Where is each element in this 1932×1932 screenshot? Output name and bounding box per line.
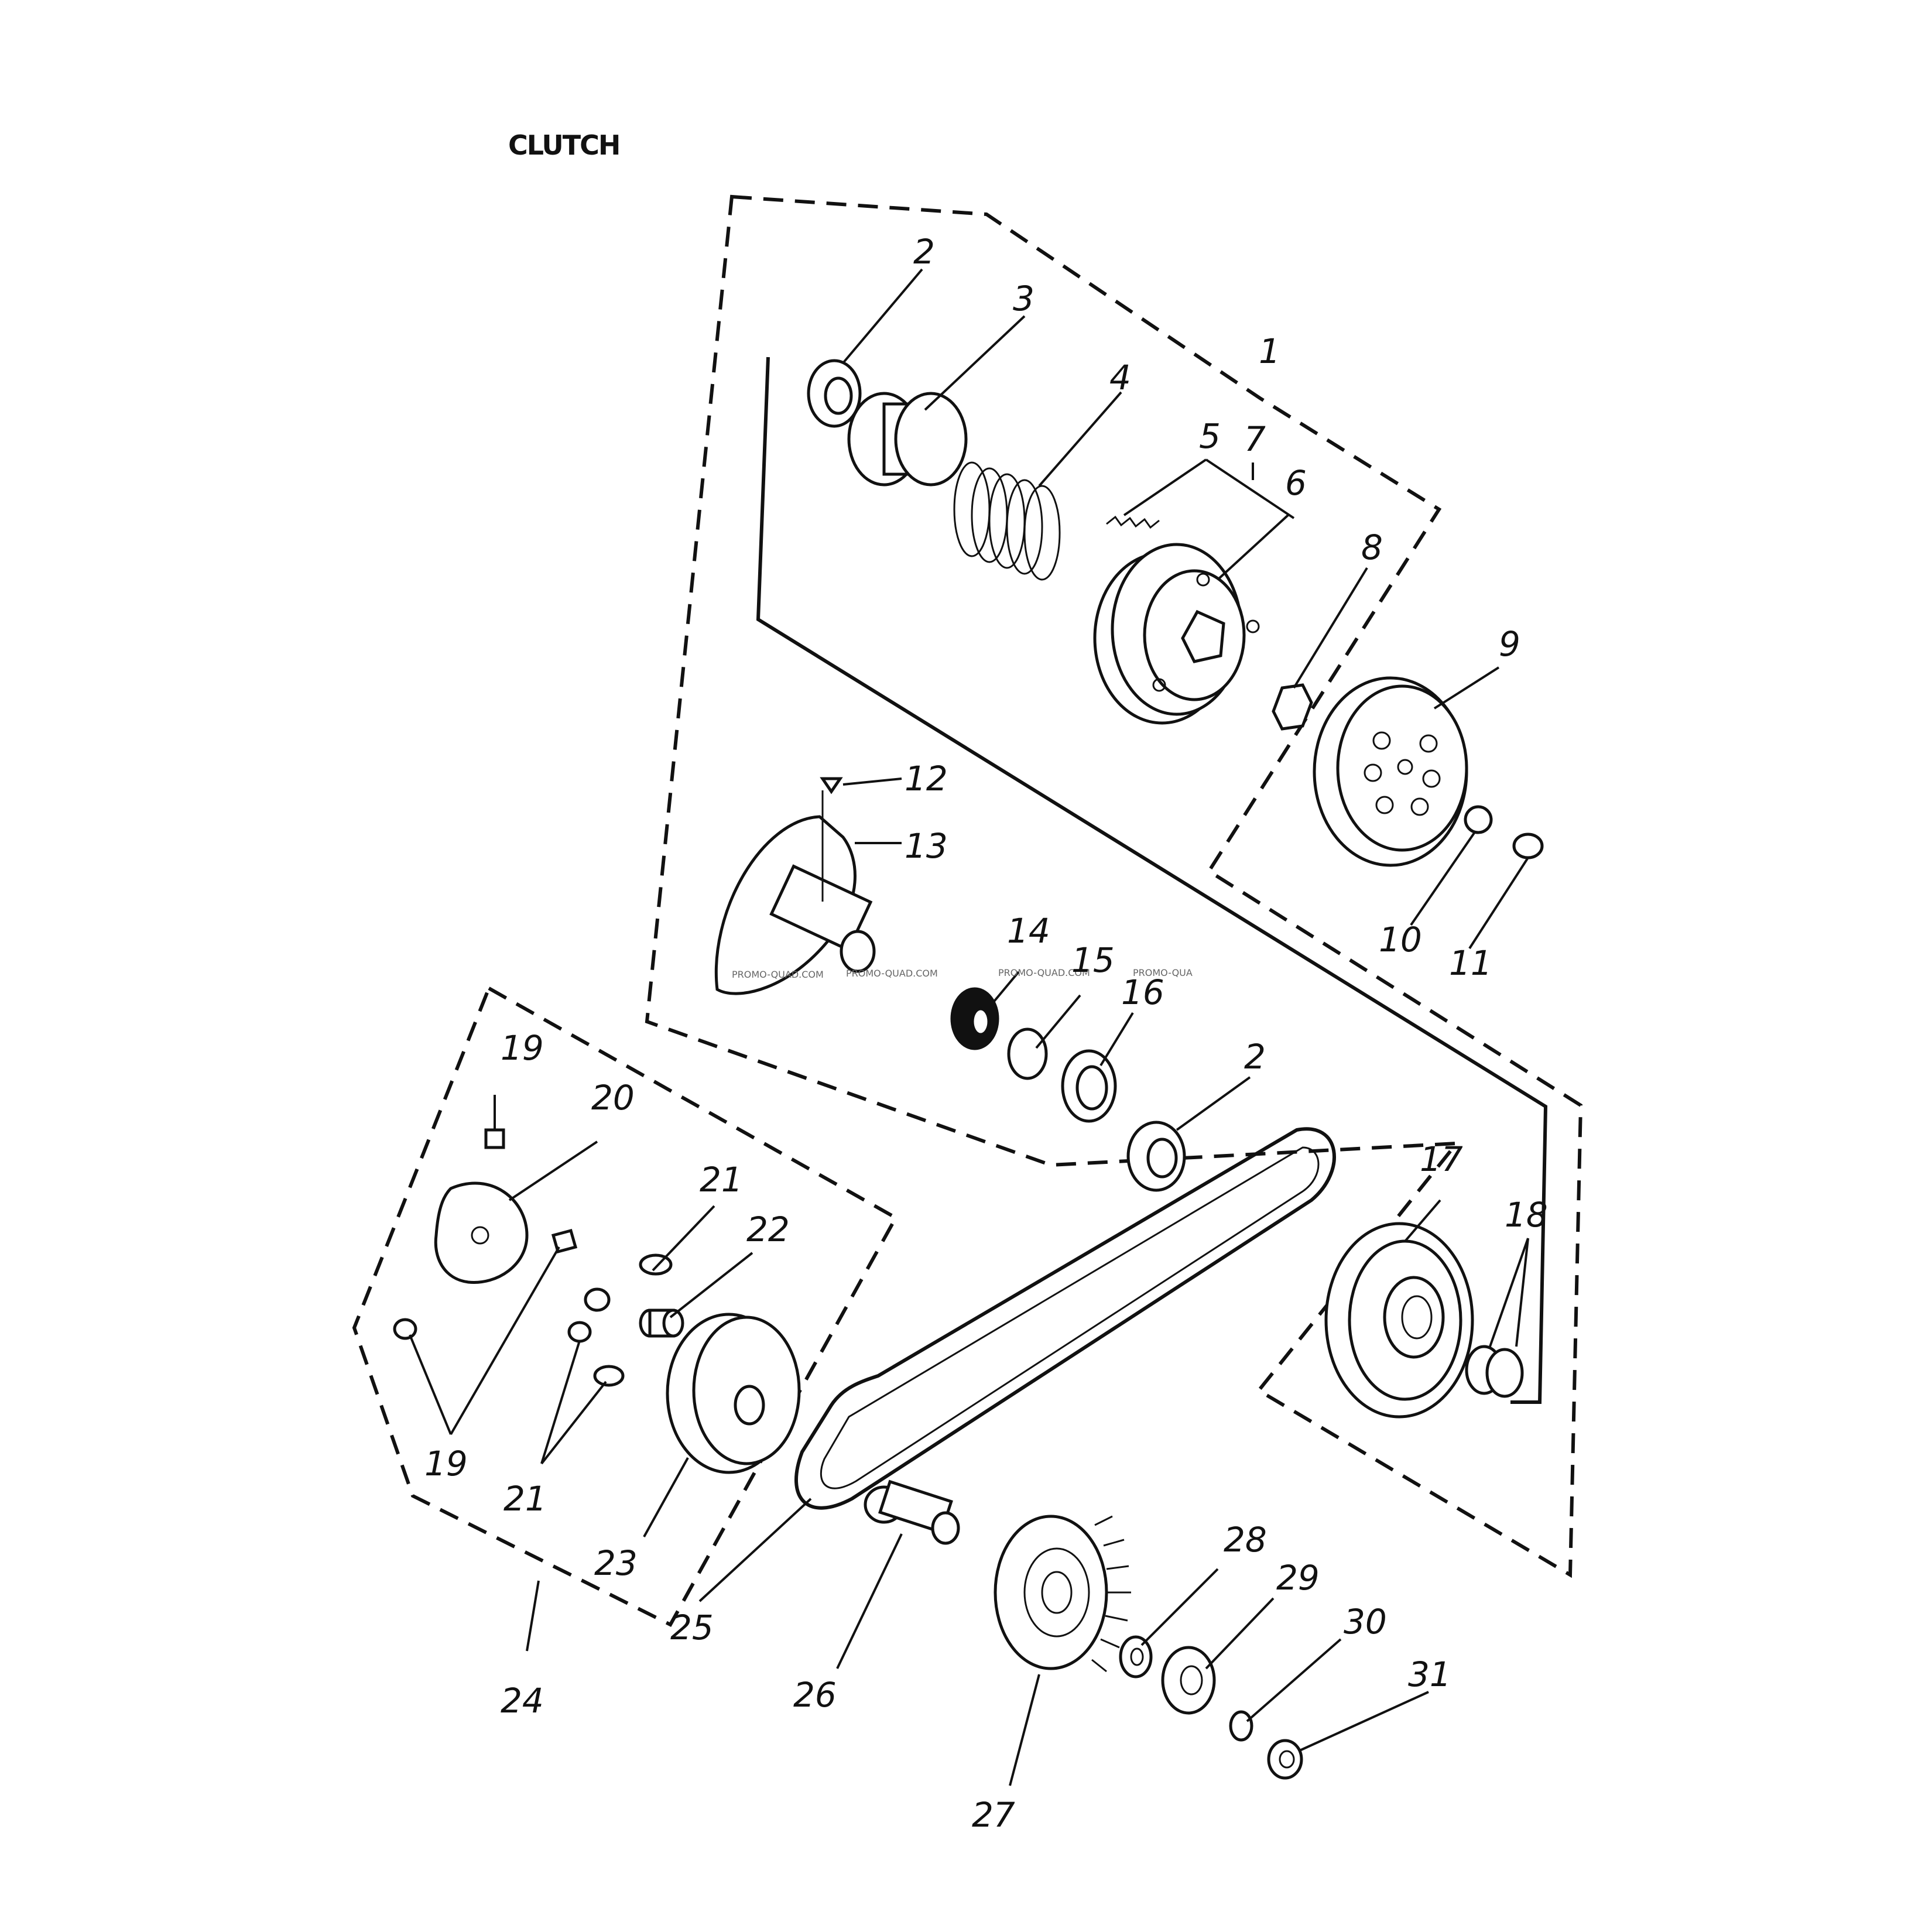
needle-bearing-part-14 xyxy=(950,987,999,1050)
callout-26: 26 xyxy=(793,1675,837,1715)
callout-8: 8 xyxy=(1361,527,1383,567)
fan-drive-face-part-27 xyxy=(994,1515,1131,1673)
washer-part-28 xyxy=(1119,1635,1153,1678)
subassembly-solid-outline xyxy=(756,357,1548,1404)
callout-19-top: 19 xyxy=(501,1028,544,1068)
assembly-24-outline xyxy=(352,985,899,1627)
spring-part-5 xyxy=(1106,515,1160,529)
callout-7: 7 xyxy=(1244,419,1266,459)
callout-10: 10 xyxy=(1379,920,1422,960)
callout-15: 15 xyxy=(1071,940,1115,980)
callout-16: 16 xyxy=(1121,972,1164,1012)
watermark-2: PROMO-QUAD.COM xyxy=(846,968,938,979)
nut-part-31 xyxy=(1267,1739,1303,1780)
callout-20: 20 xyxy=(591,1078,635,1118)
diagram-title: CLUTCH xyxy=(508,129,619,161)
drive-face-part-23 xyxy=(666,1313,801,1474)
ramp-plate-part-20 xyxy=(434,1181,529,1284)
callout-31: 31 xyxy=(1408,1654,1451,1694)
callout-5: 5 xyxy=(1199,416,1221,456)
driven-pulley-part-17 xyxy=(1324,1222,1474,1419)
clutch-bell-part-9 xyxy=(1313,676,1468,867)
callout-11: 11 xyxy=(1449,943,1492,983)
leader-lines xyxy=(409,268,1529,1786)
watermark-3: PROMO-QUAD.COM xyxy=(998,967,1090,978)
callout-4: 4 xyxy=(1109,358,1131,398)
washer-part-11 xyxy=(1512,833,1544,859)
callout-22: 22 xyxy=(746,1210,790,1249)
callout-3: 3 xyxy=(1013,279,1034,318)
callout-14: 14 xyxy=(1007,911,1050,951)
callout-27: 27 xyxy=(972,1795,1015,1835)
callout-19-bottom: 19 xyxy=(424,1444,468,1484)
grease-nipple-part-12 xyxy=(820,777,843,794)
assembly-1-outline xyxy=(645,194,1583,1578)
callout-6: 6 xyxy=(1285,463,1307,503)
slider-part-19-right xyxy=(551,1228,578,1254)
spring-part-4 xyxy=(953,461,1061,581)
washer-part-30 xyxy=(1229,1710,1253,1742)
callout-21-bottom: 21 xyxy=(503,1479,547,1519)
shaft-sleeve-part-26 xyxy=(864,1479,960,1545)
callout-18: 18 xyxy=(1505,1195,1548,1235)
callout-1: 1 xyxy=(1259,331,1280,371)
nut-part-10 xyxy=(1464,805,1493,834)
clutch-shoe-part-6 xyxy=(1093,543,1260,725)
nut-part-8 xyxy=(1272,683,1313,731)
callout-2-lower: 2 xyxy=(1244,1037,1266,1077)
callout-23: 23 xyxy=(594,1543,638,1583)
collar-part-18 xyxy=(1465,1345,1524,1398)
callout-25: 25 xyxy=(670,1608,714,1647)
callout-2-top: 2 xyxy=(913,232,935,272)
slider-part-19-left xyxy=(393,1318,417,1340)
slider-part-19-top xyxy=(484,1128,505,1149)
callout-13: 13 xyxy=(905,826,948,866)
seal-part-2-lower xyxy=(1126,1121,1186,1192)
callout-28: 28 xyxy=(1224,1520,1267,1560)
circlip-part-15 xyxy=(1007,1027,1048,1080)
watermark-1: PROMO-QUAD.COM xyxy=(732,969,824,980)
drive-belt-part-25 xyxy=(794,1127,1336,1510)
callout-29: 29 xyxy=(1276,1558,1320,1598)
plate-part-29 xyxy=(1161,1646,1216,1715)
seal-part-2-top xyxy=(807,359,862,428)
bearing-part-16 xyxy=(1061,1049,1117,1123)
callout-12: 12 xyxy=(905,759,948,799)
callout-24: 24 xyxy=(501,1681,544,1721)
driven-pulley-part-13 xyxy=(714,790,876,995)
collar-part-3 xyxy=(847,392,968,487)
watermark-4: PROMO-QUA xyxy=(1133,967,1193,978)
callout-9: 9 xyxy=(1499,624,1520,664)
callout-21-top: 21 xyxy=(700,1160,743,1200)
callout-30: 30 xyxy=(1344,1602,1387,1642)
collar-part-22 xyxy=(639,1308,684,1338)
callout-17: 17 xyxy=(1420,1139,1463,1179)
